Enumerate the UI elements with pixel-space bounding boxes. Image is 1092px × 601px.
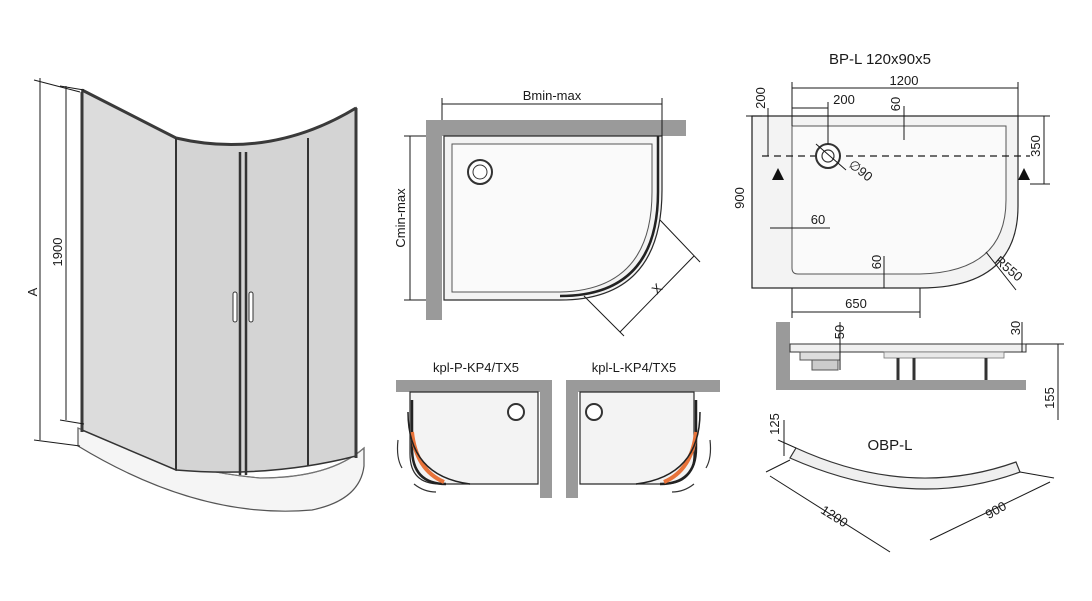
tray-rim-bottom-label: 60 (869, 255, 884, 269)
tray-offset-left-inner-label: 200 (833, 92, 855, 107)
variant-left-label: kpl-L-KP4/TX5 (592, 360, 677, 375)
section-dim-155-label: 155 (1042, 387, 1057, 409)
panel-title: OBP-L (867, 437, 912, 454)
dim-x-label: X (648, 280, 665, 297)
dim-a-label: A (25, 287, 40, 296)
dim-b-label: Bmin-max (523, 88, 582, 103)
variant-right: kpl-P-KP4/TX5 (396, 360, 552, 498)
top-view-drain (467, 159, 493, 185)
door-handle-left (232, 291, 238, 323)
enclosure-curved-panels (175, 106, 357, 473)
dim-height-label: 1900 (50, 238, 65, 267)
tray-depth-label: 900 (732, 187, 747, 209)
wall-left (426, 120, 442, 320)
dim-c-label: Cmin-max (393, 188, 408, 248)
tray-drain-side-label: 350 (1028, 135, 1043, 157)
variant-left: kpl-L-KP4/TX5 (566, 360, 720, 498)
section-dim-50-label: 50 (832, 325, 847, 339)
wall-top (426, 120, 686, 136)
tray-bottom-width-label: 650 (845, 296, 867, 311)
tray-plan-drawing: BP-L 120x90x5 1200 200 200 60 ∅90 35 (732, 51, 1050, 318)
panel-height-label: 125 (767, 413, 782, 435)
tray-corner-radius-label: R550 (992, 253, 1025, 284)
door-handle-right (248, 291, 254, 323)
tray-rim-top-label: 60 (888, 97, 903, 111)
panel-shape (789, 447, 1021, 490)
tray-section-drawing: 50 30 155 (776, 321, 1064, 420)
tray-title: BP-L 120x90x5 (829, 51, 931, 68)
panel-length-label: 1200 (818, 502, 850, 530)
tray-offset-left-label: 200 (753, 87, 768, 109)
section-dim-30-label: 30 (1008, 321, 1023, 335)
top-view-drawing: Bmin-max Cmin-max X (393, 88, 701, 337)
panel-drawing: OBP-L 125 1200 900 (765, 413, 1055, 553)
tray-width-label: 1200 (890, 73, 919, 88)
tray-rim-left-label: 60 (811, 212, 825, 227)
enclosure-3d-view: A 1900 (25, 78, 365, 512)
enclosure-left-panel (81, 88, 177, 472)
panel-depth-label: 900 (983, 498, 1009, 522)
variant-right-label: kpl-P-KP4/TX5 (433, 360, 519, 375)
